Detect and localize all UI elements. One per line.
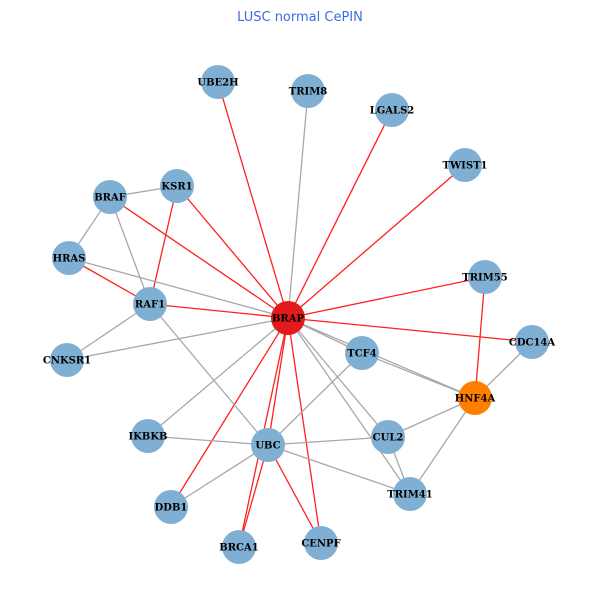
node-circle xyxy=(458,381,492,415)
edge-ubc-brca1 xyxy=(238,444,269,548)
edge-brap-trim41 xyxy=(287,317,411,495)
node-braf[interactable]: BRAF xyxy=(93,180,127,214)
node-ikbkb[interactable]: IKBKB xyxy=(129,419,168,453)
node-circle xyxy=(52,241,86,275)
node-label: TCF4 xyxy=(347,349,377,360)
node-label: HNF4A xyxy=(455,394,496,405)
node-circle xyxy=(375,93,409,127)
edge-brap-ubc xyxy=(267,317,289,446)
node-cul2[interactable]: CUL2 xyxy=(371,420,405,454)
node-trim41[interactable]: TRIM41 xyxy=(387,477,433,511)
node-circle xyxy=(131,419,165,453)
edge-ksr1-raf1 xyxy=(149,185,178,305)
node-circle xyxy=(133,287,167,321)
node-label: HRAS xyxy=(53,254,86,265)
edge-brap-cnksr1 xyxy=(66,317,289,361)
edge-brap-hras xyxy=(68,257,289,319)
node-circle xyxy=(468,260,502,294)
edge-brap-cenpf xyxy=(287,317,322,544)
node-trim8[interactable]: TRIM8 xyxy=(289,74,327,108)
node-label: CNKSR1 xyxy=(43,356,91,367)
node-label: IKBKB xyxy=(129,432,168,443)
edge-raf1-ubc xyxy=(149,303,269,446)
edge-brap-trim55 xyxy=(287,276,486,319)
node-circle xyxy=(93,180,127,214)
node-label: DDB1 xyxy=(155,503,188,514)
edge-ubc-cenpf xyxy=(267,444,322,544)
node-label: LGALS2 xyxy=(370,106,415,117)
edge-brap-hnf4a xyxy=(287,317,476,399)
node-hras[interactable]: HRAS xyxy=(52,241,86,275)
node-ksr1[interactable]: KSR1 xyxy=(160,169,194,203)
node-circle xyxy=(515,325,549,359)
node-ubc[interactable]: UBC xyxy=(251,428,285,462)
edge-tcf4-ubc xyxy=(267,352,363,446)
node-circle xyxy=(291,74,325,108)
edge-hnf4a-trim41 xyxy=(409,397,476,495)
node-label: UBE2H xyxy=(197,78,238,89)
edge-brap-cul2 xyxy=(287,317,389,438)
node-circle xyxy=(50,343,84,377)
node-circle xyxy=(345,336,379,370)
node-circle xyxy=(304,526,338,560)
node-cnksr1[interactable]: CNKSR1 xyxy=(43,343,91,377)
edge-ubc-ddb1 xyxy=(170,444,269,508)
node-circle xyxy=(201,65,235,99)
diagram-title: LUSC normal CePIN xyxy=(237,10,363,25)
node-label: TRIM55 xyxy=(462,273,507,284)
edge-brap-cdc14a xyxy=(287,317,533,343)
node-brca1[interactable]: BRCA1 xyxy=(219,530,259,564)
edge-trim55-hnf4a xyxy=(474,276,486,399)
node-circle xyxy=(271,301,305,335)
node-trim55[interactable]: TRIM55 xyxy=(462,260,508,294)
edge-tcf4-hnf4a xyxy=(361,352,476,399)
node-twist1[interactable]: TWIST1 xyxy=(443,148,488,182)
node-label: BRAF xyxy=(94,193,126,204)
node-ddb1[interactable]: DDB1 xyxy=(154,490,188,524)
edge-brap-ddb1 xyxy=(170,317,289,508)
node-label: TRIM41 xyxy=(387,490,432,501)
edge-brap-lgals2 xyxy=(287,109,393,319)
node-circle xyxy=(160,169,194,203)
node-circle xyxy=(222,530,256,564)
node-cenpf[interactable]: CENPF xyxy=(301,526,341,560)
node-label: CDC14A xyxy=(509,338,556,349)
node-tcf4[interactable]: TCF4 xyxy=(345,336,379,370)
node-label: RAF1 xyxy=(135,300,165,311)
node-circle xyxy=(448,148,482,182)
edge-brap-raf1 xyxy=(149,303,289,319)
node-label: BRCA1 xyxy=(219,543,258,554)
edge-ubc-trim41 xyxy=(267,444,411,495)
node-ube2h[interactable]: UBE2H xyxy=(197,65,239,99)
edge-brap-ikbkb xyxy=(147,317,289,437)
edge-brap-twist1 xyxy=(287,164,466,319)
node-label: BRAP xyxy=(272,314,305,325)
node-label: TWIST1 xyxy=(443,161,488,172)
node-cdc14a[interactable]: CDC14A xyxy=(509,325,556,359)
node-circle xyxy=(371,420,405,454)
node-circle xyxy=(251,428,285,462)
node-raf1[interactable]: RAF1 xyxy=(133,287,167,321)
edge-ubc-ikbkb xyxy=(147,435,269,446)
node-label: KSR1 xyxy=(161,182,192,193)
edge-brap-ksr1 xyxy=(176,185,289,319)
edge-brap-ube2h xyxy=(217,81,289,319)
node-hnf4a[interactable]: HNF4A xyxy=(455,381,496,415)
node-label: CUL2 xyxy=(373,433,404,444)
node-label: UBC xyxy=(255,441,280,452)
edge-brap-braf xyxy=(109,196,289,319)
node-lgals2[interactable]: LGALS2 xyxy=(370,93,415,127)
edge-braf-raf1 xyxy=(109,196,151,305)
node-label: CENPF xyxy=(301,539,340,550)
node-label: TRIM8 xyxy=(289,87,327,98)
node-circle xyxy=(154,490,188,524)
node-circle xyxy=(393,477,427,511)
edge-brap-trim8 xyxy=(287,90,309,319)
edge-ubc-cul2 xyxy=(267,436,389,446)
node-brap[interactable]: BRAP xyxy=(271,301,305,335)
